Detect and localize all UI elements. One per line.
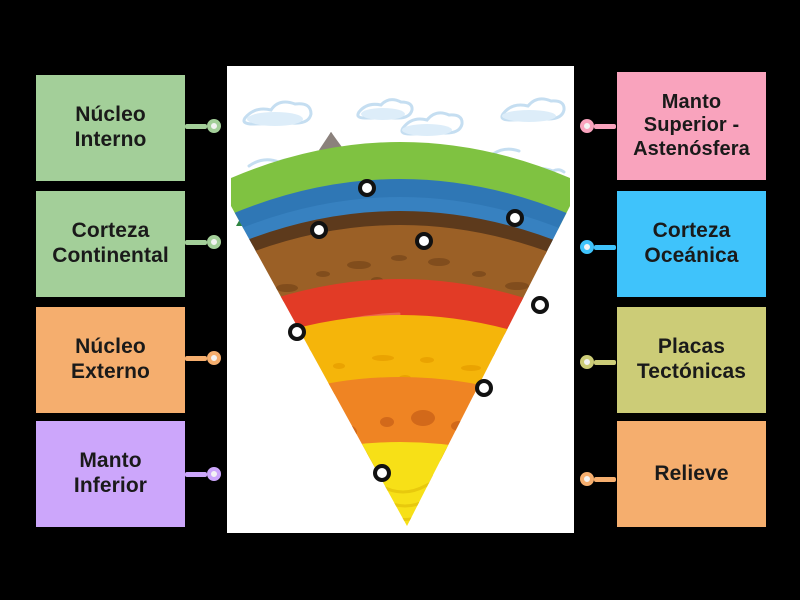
label-corteza-continental[interactable]: Corteza Continental [36,191,185,297]
connector-relieve [580,470,616,488]
connector-stem [185,471,207,477]
marker-nucleo-externo[interactable] [475,379,493,397]
earth-cross-section-illustration [227,66,574,533]
label-relieve[interactable]: Relieve [617,421,766,527]
connector-stem [185,123,207,129]
label-placas-tectonicas[interactable]: Placas Tectónicas [617,307,766,413]
connector-manto-superior-astenosfera [580,117,616,135]
connector-knob[interactable] [207,119,221,133]
connector-knob[interactable] [207,235,221,249]
label-placas-tectonicas-text: Placas Tectónicas [636,335,747,383]
label-relieve-text: Relieve [654,461,729,485]
marker-corteza-continental[interactable] [310,221,328,239]
marker-manto-inferior[interactable] [288,323,306,341]
picture-panel [227,66,574,533]
label-corteza-oceanica-text: Corteza Oceánica [644,219,739,267]
connector-stem [594,476,616,482]
connector-placas-tectonicas [580,353,616,371]
connector-stem [185,355,207,361]
connector-knob[interactable] [207,467,221,481]
marker-relieve[interactable] [358,179,376,197]
label-manto-superior-astenosfera[interactable]: Manto Superior - Astenósfera [617,72,766,180]
label-nucleo-interno[interactable]: Núcleo Interno [36,75,185,181]
label-nucleo-externo[interactable]: Núcleo Externo [36,307,185,413]
connector-stem [594,359,616,365]
label-manto-superior-astenosfera-text: Manto Superior - Astenósfera [633,90,750,160]
label-corteza-continental-text: Corteza Continental [52,219,169,267]
marker-nucleo-interno[interactable] [373,464,391,482]
marker-corteza-oceanica[interactable] [506,209,524,227]
marker-manto-superior[interactable] [415,232,433,250]
label-nucleo-interno-text: Núcleo Interno [74,103,147,151]
connector-knob[interactable] [580,119,594,133]
connector-knob[interactable] [580,472,594,486]
connector-manto-inferior [185,465,221,483]
label-manto-inferior-text: Manto Inferior [73,449,148,497]
connector-stem [185,239,207,245]
connector-stem [594,244,616,250]
connector-corteza-continental [185,233,221,251]
connector-nucleo-interno [185,117,221,135]
connector-nucleo-externo [185,349,221,367]
label-corteza-oceanica[interactable]: Corteza Oceánica [617,191,766,297]
label-manto-inferior[interactable]: Manto Inferior [36,421,185,527]
connector-corteza-oceanica [580,238,616,256]
connector-knob[interactable] [207,351,221,365]
connector-knob[interactable] [580,240,594,254]
connector-knob[interactable] [580,355,594,369]
marker-placas-tectonicas[interactable] [531,296,549,314]
label-nucleo-externo-text: Núcleo Externo [71,335,150,383]
connector-stem [594,123,616,129]
